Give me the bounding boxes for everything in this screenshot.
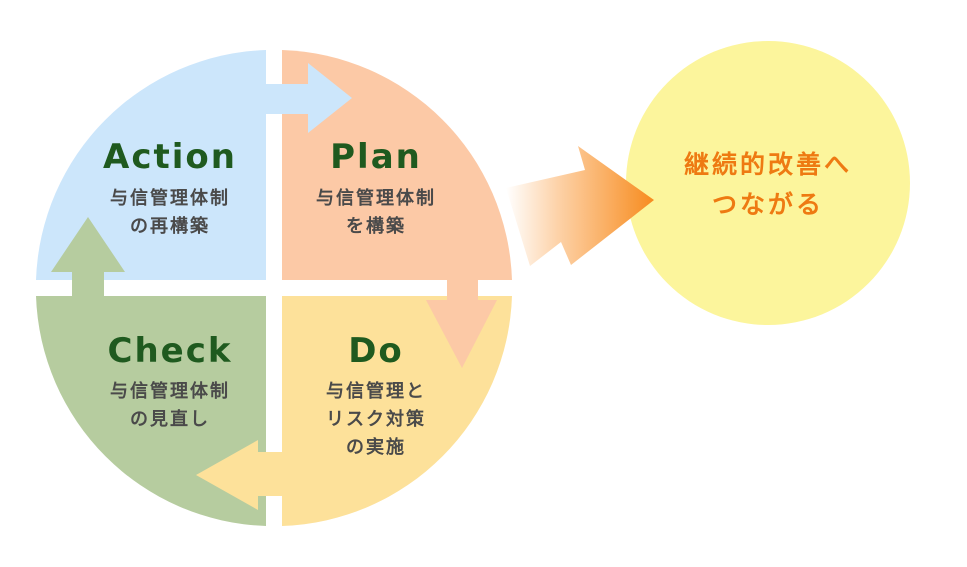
action-title: Action xyxy=(103,137,237,177)
check-line-2: の見直し xyxy=(130,409,210,430)
action-line-2: の再構築 xyxy=(130,216,210,237)
big-arrow-to-result xyxy=(506,146,654,266)
do-line-1: 与信管理と xyxy=(326,381,426,402)
arrow-check-to-action xyxy=(51,217,125,300)
action-line-1: 与信管理体制 xyxy=(110,188,230,209)
result-line-1: 継続的改善へ xyxy=(683,150,852,179)
do-line-3: の実施 xyxy=(346,437,406,458)
arrow-action-to-plan xyxy=(264,63,352,133)
arrow-do-to-check xyxy=(196,440,290,510)
check-title: Check xyxy=(107,331,233,371)
action-quadrant xyxy=(36,50,266,280)
result-circle xyxy=(626,41,910,325)
plan-title: Plan xyxy=(330,137,422,177)
arrow-plan-to-do xyxy=(426,268,497,368)
plan-line-1: 与信管理体制 xyxy=(316,188,436,209)
do-line-2: リスク対策 xyxy=(326,409,426,430)
plan-line-2: を構築 xyxy=(346,216,406,237)
do-title: Do xyxy=(348,331,404,371)
check-line-1: 与信管理体制 xyxy=(110,381,230,402)
result-line-2: つながる xyxy=(711,190,824,219)
